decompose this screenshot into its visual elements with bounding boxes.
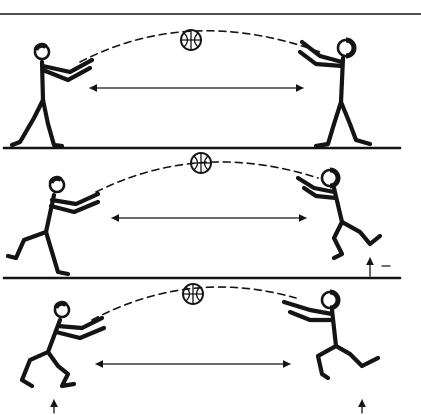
player-left-jump <box>19 300 107 389</box>
panel-1 <box>2 29 402 150</box>
basketball-icon <box>180 29 202 51</box>
player-left-lunge <box>5 175 101 277</box>
ball-trajectory <box>95 161 319 193</box>
player-right-crouch <box>295 167 383 261</box>
basketball-icon <box>182 283 204 305</box>
basketball-icon <box>190 152 212 174</box>
ball-trajectory <box>91 286 297 321</box>
player-right-standing <box>297 37 373 149</box>
panel-3 <box>19 283 381 414</box>
panel-2 <box>2 152 402 280</box>
player-left-standing <box>9 42 95 149</box>
player-right-jump <box>281 289 381 381</box>
